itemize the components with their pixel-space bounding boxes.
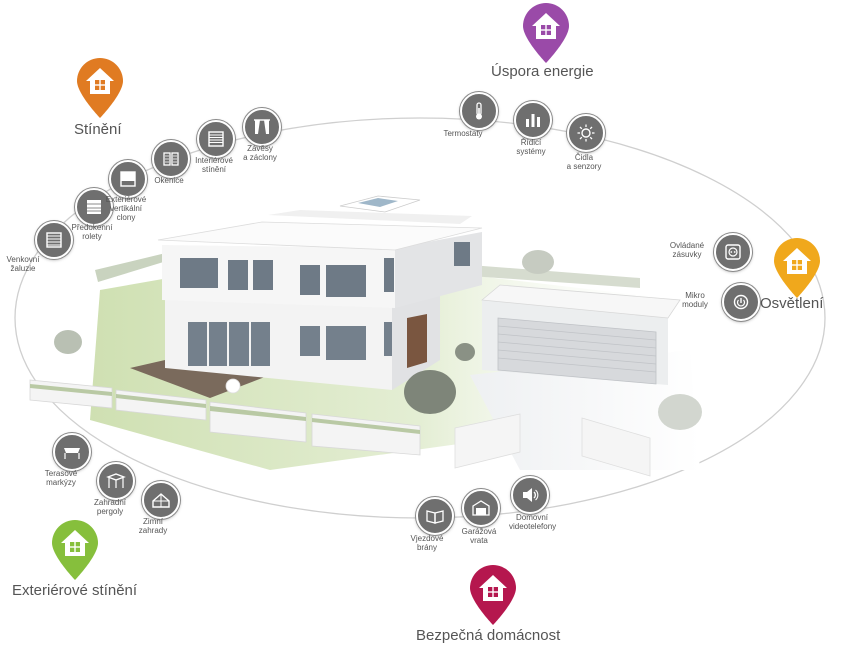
feature-node[interactable] bbox=[197, 120, 235, 158]
feature-node[interactable] bbox=[152, 140, 190, 178]
feature-node[interactable] bbox=[416, 497, 454, 535]
intercom-icon bbox=[523, 488, 539, 502]
house-pin-icon bbox=[523, 3, 569, 63]
blind-icon bbox=[46, 232, 62, 248]
feature-node-label: Termostaty bbox=[443, 129, 483, 138]
gate-icon bbox=[426, 510, 444, 524]
feature-node[interactable] bbox=[567, 114, 605, 152]
feature-node-label: Domovní videotelefony bbox=[509, 513, 557, 531]
category-label-uspora-energie: Úspora energie bbox=[491, 63, 594, 80]
feature-node[interactable] bbox=[714, 233, 752, 271]
feature-node[interactable] bbox=[722, 283, 760, 321]
feature-node-label: Řídicí systémy bbox=[516, 138, 546, 156]
feature-node-label: Čidla a senzory bbox=[566, 153, 602, 171]
feature-node[interactable] bbox=[35, 221, 73, 259]
feature-node[interactable] bbox=[53, 433, 91, 471]
feature-node-label: Okenice bbox=[154, 176, 184, 185]
feature-node-label: Zimní zahrady bbox=[138, 517, 168, 535]
feature-node[interactable] bbox=[460, 92, 498, 130]
control-system-icon bbox=[526, 114, 540, 127]
feature-node[interactable] bbox=[514, 101, 552, 139]
feature-node[interactable] bbox=[109, 160, 147, 198]
feature-node-label: Terasové markýzy bbox=[44, 469, 78, 487]
category-pin-stineni[interactable] bbox=[75, 58, 125, 120]
feature-node[interactable] bbox=[97, 462, 135, 500]
awning-icon bbox=[64, 448, 80, 459]
roller-shutter-icon bbox=[87, 200, 101, 214]
category-pin-uspora[interactable] bbox=[521, 3, 571, 65]
category-label-stineni: Stínění bbox=[74, 121, 122, 138]
feature-node[interactable] bbox=[243, 108, 281, 146]
feature-node-label: Předokenní rolety bbox=[71, 223, 113, 241]
category-label-exterierove-stineni: Exteriérové stínění bbox=[12, 582, 138, 599]
winter-garden-icon bbox=[152, 493, 170, 508]
interior-blind-icon bbox=[208, 131, 224, 147]
feature-node-label: Garážová vrata bbox=[461, 527, 497, 545]
feature-node-label: Mikro moduly bbox=[682, 291, 708, 309]
category-pin-bezpecna[interactable] bbox=[468, 565, 518, 627]
shutter-icon bbox=[163, 152, 179, 166]
feature-node-label: Exteriérové vertikální clony bbox=[105, 195, 147, 222]
feature-node[interactable] bbox=[511, 476, 549, 514]
sun-sensor-icon bbox=[577, 124, 595, 142]
feature-node-label: Interiérové stínění bbox=[195, 156, 233, 174]
feature-node-label: Venkovní žaluzie bbox=[6, 255, 40, 273]
category-pin-exterierove[interactable] bbox=[50, 520, 100, 582]
category-label-osvetleni: Osvětlení bbox=[760, 295, 824, 312]
garage-door-icon bbox=[472, 500, 490, 516]
house-pin-icon bbox=[77, 58, 123, 118]
house-pin-icon bbox=[52, 520, 98, 580]
feature-node-label: Ovládané zásuvky bbox=[669, 241, 705, 259]
micro-module-icon bbox=[733, 294, 749, 310]
vertical-screen-icon bbox=[120, 171, 136, 187]
house-pin-icon bbox=[470, 565, 516, 625]
curtain-icon bbox=[254, 119, 270, 134]
pergola-icon bbox=[106, 473, 126, 488]
category-label-bezpecna-domacnost: Bezpečná domácnost bbox=[416, 627, 561, 644]
feature-node[interactable] bbox=[75, 188, 113, 226]
feature-node[interactable] bbox=[142, 481, 180, 519]
thermometer-icon bbox=[476, 102, 482, 120]
feature-node-label: Vjezdové brány bbox=[410, 534, 444, 552]
category-pin-osvetleni[interactable] bbox=[772, 238, 822, 300]
house-pin-icon bbox=[774, 238, 820, 298]
feature-node-label: Závěsy a záclony bbox=[243, 144, 277, 162]
feature-node-label: Zahradní pergoly bbox=[93, 498, 127, 516]
socket-icon bbox=[725, 244, 741, 260]
feature-node[interactable] bbox=[462, 489, 500, 527]
